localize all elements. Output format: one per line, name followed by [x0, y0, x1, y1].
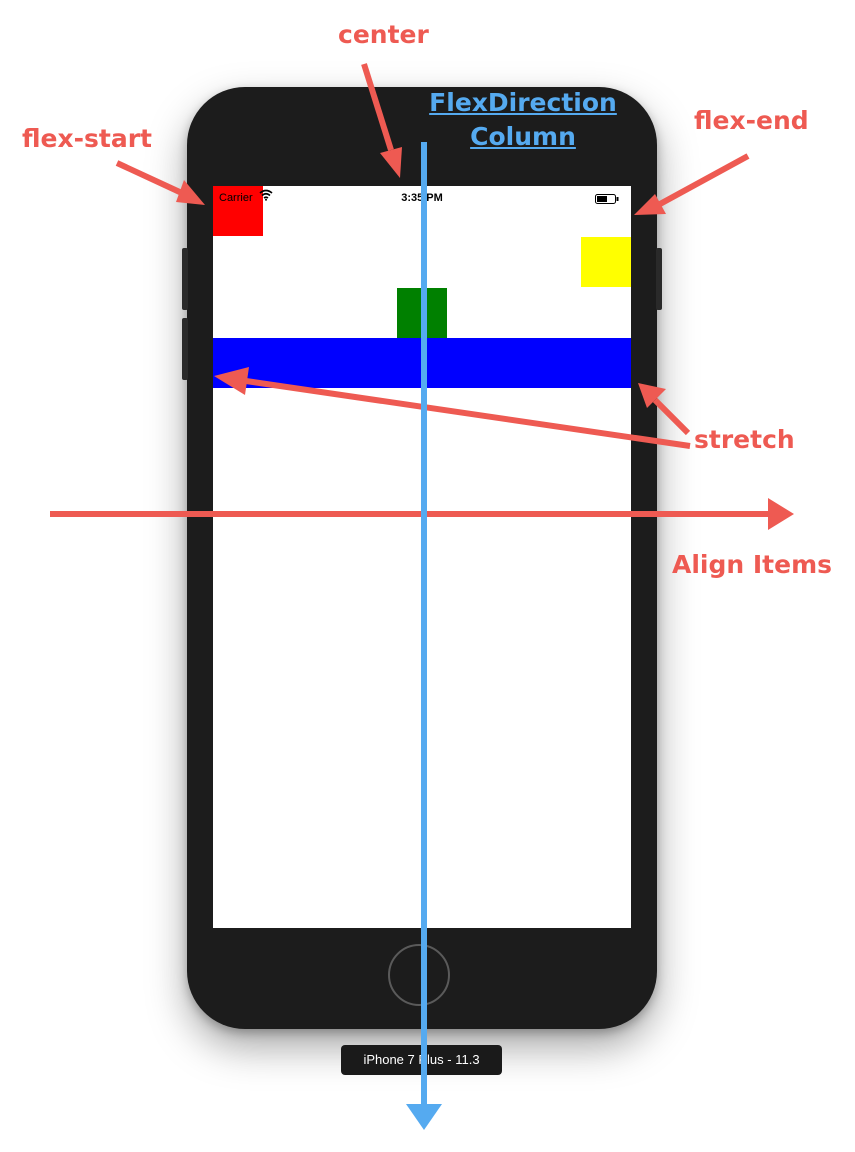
flex-end-arrow — [634, 156, 748, 215]
title-line-1: FlexDirection — [412, 86, 634, 120]
label-flex-start: flex-start — [22, 124, 152, 153]
title-line-2: Column — [412, 120, 634, 154]
label-stretch: stretch — [694, 425, 795, 454]
wifi-icon — [259, 189, 273, 204]
label-center: center — [338, 20, 429, 49]
stretch-right-arrow — [638, 383, 688, 433]
flex-direction-title[interactable]: FlexDirection Column — [412, 86, 634, 154]
flex-direction-column-axis — [406, 142, 442, 1130]
stretch-left-arrow — [214, 367, 690, 446]
carrier-label: Carrier — [219, 192, 253, 204]
center-arrow — [364, 64, 402, 178]
flex-start-arrow — [117, 163, 205, 205]
label-align-items: Align Items — [672, 550, 832, 579]
label-flex-end: flex-end — [694, 106, 809, 135]
